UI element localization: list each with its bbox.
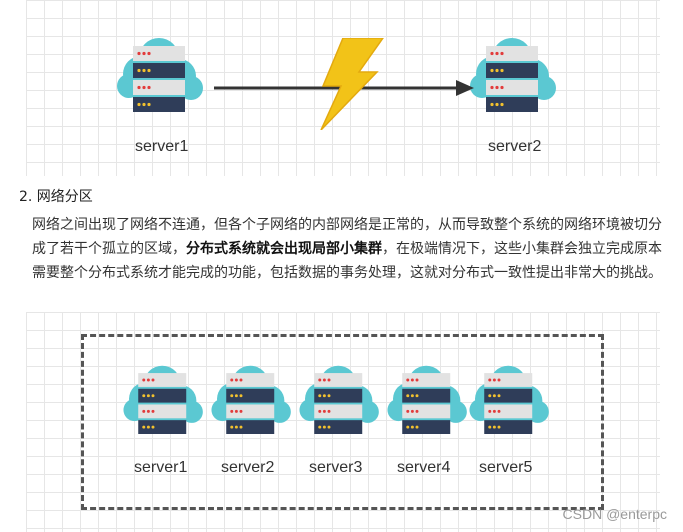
partition-boundary bbox=[81, 334, 604, 510]
paragraph-bold-text: 分布式系统就会出现局部小集群 bbox=[186, 241, 382, 257]
server1-icon bbox=[117, 38, 203, 112]
arrow bbox=[214, 80, 474, 96]
server2-icon bbox=[211, 365, 291, 434]
server4-icon bbox=[387, 365, 467, 434]
server-label: server1 bbox=[134, 459, 188, 476]
server2-icon bbox=[470, 38, 556, 112]
server1-icon bbox=[123, 365, 203, 434]
server-label: server3 bbox=[309, 459, 363, 476]
section-heading: 2. 网络分区 bbox=[19, 189, 93, 205]
lightning-bolt-icon bbox=[320, 38, 384, 130]
section-paragraph: 网络之间出现了网络不连通，但各个子网络的内部网络是正常的，从而导致整个系统的网络… bbox=[32, 213, 668, 285]
watermark: CSDN @enterpc bbox=[562, 506, 667, 522]
server3-icon bbox=[299, 365, 379, 434]
server-label: server4 bbox=[397, 459, 451, 476]
paragraph-text: ，在极端情况下，这些小集群会独立完成原本需要整个分布式系统才能完成的功能，包括数… bbox=[32, 241, 662, 281]
server-label: server2 bbox=[221, 459, 275, 476]
paragraph-text: 网络之间出现了网络不连通，但各个子网络的内部网络是正常的，从而导致整个系统的网络… bbox=[32, 217, 662, 257]
server5-icon bbox=[469, 365, 549, 434]
server-label: server1 bbox=[135, 138, 189, 155]
server-label: server2 bbox=[488, 138, 542, 155]
server-label: server5 bbox=[479, 459, 533, 476]
